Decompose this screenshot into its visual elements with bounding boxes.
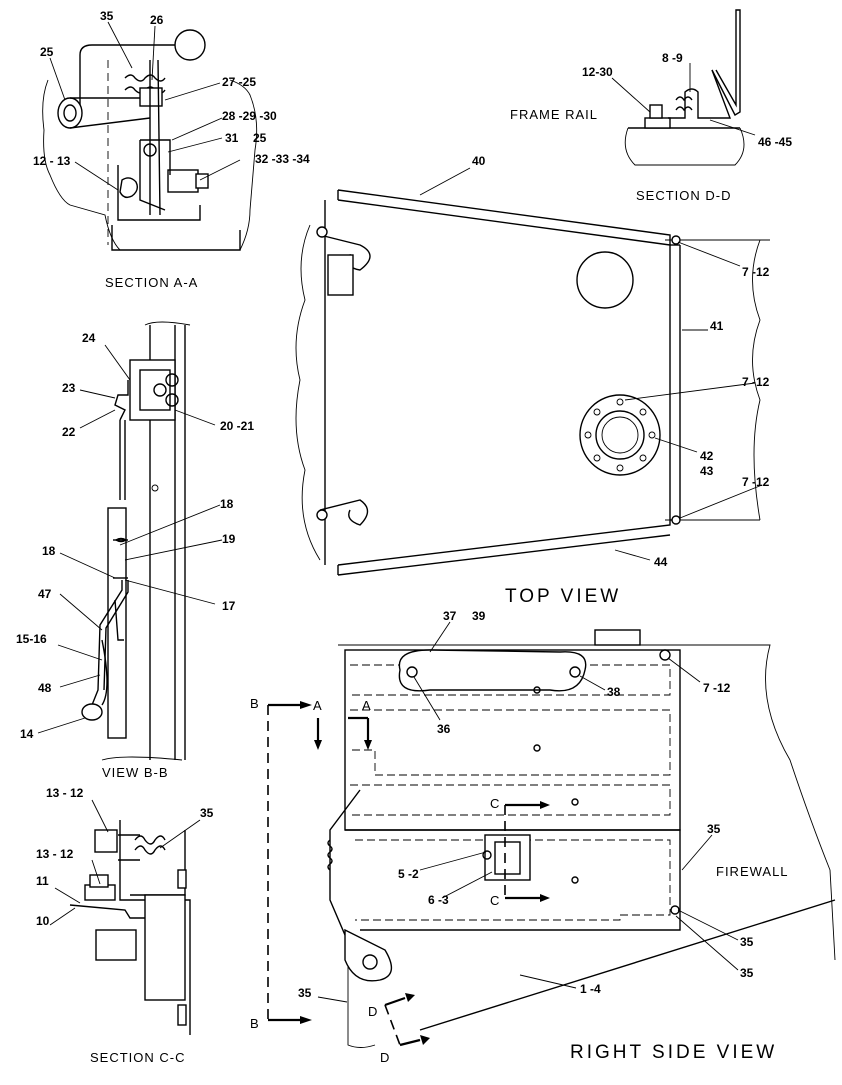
section-dd-view: 12-30 8 -9 FRAME RAIL 46 -45 SECTION D-D bbox=[510, 9, 792, 203]
callout-top-5: 42 bbox=[700, 449, 714, 463]
section-marker-b-bottom: B bbox=[250, 1016, 260, 1031]
section-marker-c-top: C bbox=[490, 796, 500, 811]
callout-rs-5: 38 bbox=[607, 685, 621, 699]
callout-rs-10: 35 bbox=[740, 935, 754, 949]
section-marker-a-left: A bbox=[313, 698, 323, 713]
section-marker-c-bottom: C bbox=[490, 893, 500, 908]
callout-bb-8: 17 bbox=[222, 599, 236, 613]
callout-dd-2: 8 -9 bbox=[662, 51, 683, 65]
callout-aa-7: 25 bbox=[253, 131, 267, 145]
callout-top-2: 7 -12 bbox=[742, 265, 770, 279]
callout-top-3: 41 bbox=[710, 319, 724, 333]
section-dd-caption: SECTION D-D bbox=[636, 188, 732, 203]
right-side-view: 37 39 7 -12 36 38 35 FIREWALL 5 -2 6 -3 … bbox=[250, 609, 836, 1065]
top-view-caption: TOP VIEW bbox=[505, 586, 621, 607]
callout-top-1: 40 bbox=[472, 154, 486, 168]
view-bb: 24 23 22 20 -21 18 19 18 17 47 15-16 48 … bbox=[16, 321, 254, 780]
section-aa-view: 35 26 25 27 -25 28 -29 -30 31 25 32 -33 … bbox=[33, 9, 310, 290]
callout-cc-1: 35 bbox=[200, 806, 214, 820]
callout-bb-1: 24 bbox=[82, 331, 96, 345]
callout-rs-6: 35 bbox=[707, 822, 721, 836]
section-aa-caption: SECTION A-A bbox=[105, 275, 198, 290]
callout-cc-4: 11 bbox=[36, 874, 49, 888]
callout-cc-5: 10 bbox=[36, 914, 50, 928]
callout-rs-1: 37 bbox=[443, 609, 457, 623]
callout-bb-2: 23 bbox=[62, 381, 76, 395]
callout-dd-4: 46 -45 bbox=[758, 135, 792, 149]
callout-top-7: 7 -12 bbox=[742, 475, 770, 489]
callout-aa-9: 12 - 13 bbox=[33, 154, 71, 168]
callout-bb-6: 19 bbox=[222, 532, 236, 546]
callout-bb-3: 22 bbox=[62, 425, 76, 439]
callout-bb-5: 18 bbox=[220, 497, 234, 511]
section-marker-a-right: A bbox=[362, 698, 372, 713]
callout-top-4: 7 -12 bbox=[742, 375, 770, 389]
callout-bb-11: 48 bbox=[38, 681, 52, 695]
callout-bb-12: 14 bbox=[20, 727, 34, 741]
section-marker-d-top: D bbox=[368, 1004, 378, 1019]
right-side-view-caption: RIGHT SIDE VIEW bbox=[570, 1042, 777, 1063]
callout-dd-1: 12-30 bbox=[582, 65, 613, 79]
callout-aa-8: 32 -33 -34 bbox=[255, 152, 310, 166]
callout-rs-8: 5 -2 bbox=[398, 867, 419, 881]
callout-aa-3: 25 bbox=[40, 45, 54, 59]
callout-top-8: 44 bbox=[654, 555, 668, 569]
callout-cc-2: 13 - 12 bbox=[46, 786, 84, 800]
callout-rs-3: 7 -12 bbox=[703, 681, 731, 695]
section-cc-caption: SECTION C-C bbox=[90, 1050, 186, 1065]
callout-bb-10: 15-16 bbox=[16, 632, 47, 646]
top-view: 40 7 -12 41 7 -12 42 43 7 -12 44 TOP VIE… bbox=[295, 154, 770, 607]
callout-bb-7: 18 bbox=[42, 544, 56, 558]
callout-dd-3: FRAME RAIL bbox=[510, 107, 598, 122]
view-bb-caption: VIEW B-B bbox=[102, 765, 169, 780]
callout-bb-4: 20 -21 bbox=[220, 419, 254, 433]
callout-top-6: 43 bbox=[700, 464, 714, 478]
callout-rs-9: 6 -3 bbox=[428, 893, 449, 907]
callout-rs-12: 1 -4 bbox=[580, 982, 601, 996]
section-marker-d-bottom: D bbox=[380, 1050, 390, 1065]
callout-rs-2: 39 bbox=[472, 609, 486, 623]
callout-aa-4: 27 -25 bbox=[222, 75, 256, 89]
callout-aa-2: 26 bbox=[150, 13, 164, 27]
section-cc-view: 35 13 - 12 13 - 12 11 10 SECTION C-C bbox=[36, 786, 214, 1065]
callout-rs-4: 36 bbox=[437, 722, 451, 736]
callout-rs-11: 35 bbox=[740, 966, 754, 980]
callout-rs-7: FIREWALL bbox=[716, 864, 789, 879]
callout-rs-13: 35 bbox=[298, 986, 312, 1000]
callout-cc-3: 13 - 12 bbox=[36, 847, 74, 861]
section-marker-b-top: B bbox=[250, 696, 260, 711]
callout-aa-6: 31 bbox=[225, 131, 239, 145]
callout-aa-5: 28 -29 -30 bbox=[222, 109, 277, 123]
callout-bb-9: 47 bbox=[38, 587, 52, 601]
callout-aa-1: 35 bbox=[100, 9, 114, 23]
